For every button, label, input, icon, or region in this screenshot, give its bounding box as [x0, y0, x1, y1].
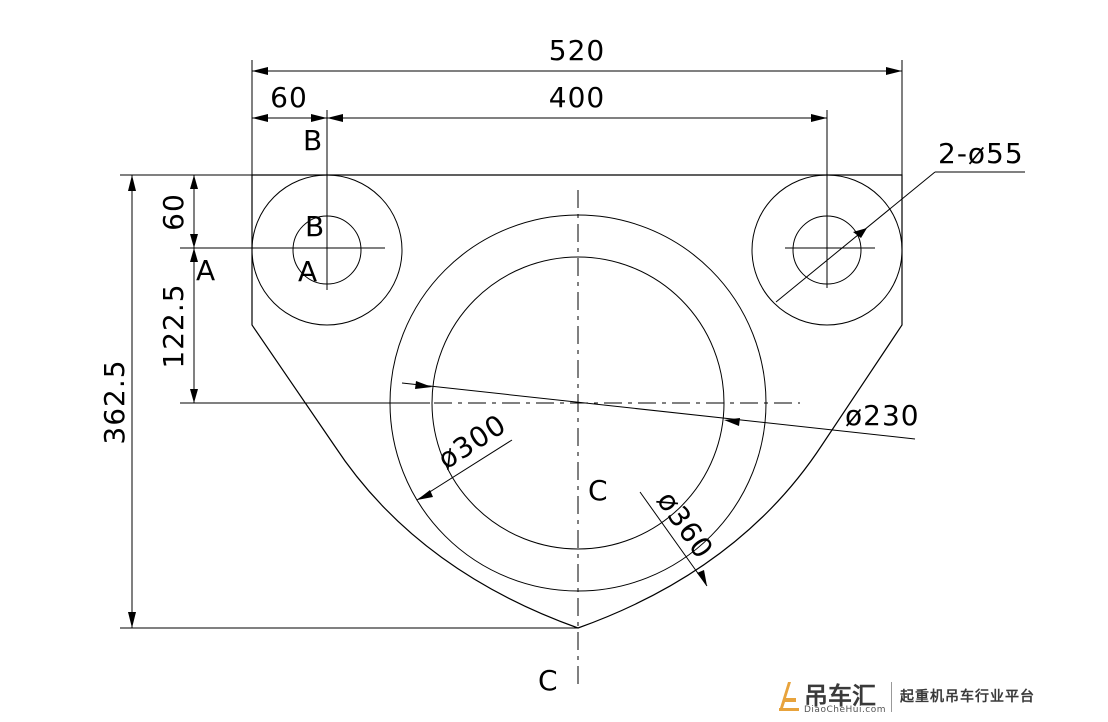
dim-top-to-hole: 60	[157, 175, 198, 248]
dim-122-text: 122.5	[157, 283, 190, 368]
dim-60v-text: 60	[157, 193, 190, 231]
center-lines	[180, 110, 875, 690]
dim-hole-diameter: 2-ø55	[775, 137, 1025, 303]
dim-total-height: 362.5	[98, 175, 136, 628]
extension-lines	[120, 60, 903, 629]
watermark-logo: 吊车汇 DiaoCheHui.com 起重机吊车行业平台	[778, 676, 1098, 718]
dim-360-text: ø360	[650, 485, 720, 565]
label-b-mid: B	[305, 210, 324, 243]
dim-edge-to-hole: 60	[252, 81, 327, 122]
label-c-bottom: C	[538, 664, 558, 697]
dim-bore-diameter: ø300	[416, 408, 512, 501]
dim-520-text: 520	[549, 34, 605, 67]
dim-outer-diameter: ø360	[639, 485, 720, 587]
label-c-mid: C	[588, 474, 608, 507]
dim-55-text: 2-ø55	[938, 137, 1024, 170]
logo-separator	[891, 682, 892, 712]
label-a-right: A	[298, 255, 317, 288]
dim-inner-diameter: ø230	[401, 381, 920, 440]
logo-slogan-text: 起重机吊车行业平台	[900, 689, 1035, 705]
crane-logo-icon	[779, 682, 799, 711]
label-b-top: B	[303, 124, 322, 157]
logo-site-text: DiaoCheHui.com	[804, 705, 887, 715]
dim-hole-spacing: 400	[327, 81, 827, 122]
part-outline	[251, 174, 903, 629]
plate-outline	[251, 174, 903, 629]
logo-brand-text: 吊车汇	[804, 682, 876, 710]
label-a-left: A	[196, 254, 215, 287]
dim-60h-text: 60	[270, 81, 308, 114]
dim-hole-to-center: 122.5	[157, 248, 198, 403]
dim-230-text: ø230	[845, 399, 920, 432]
section-labels: B B A A C C	[196, 124, 608, 697]
dim-400-text: 400	[549, 81, 605, 114]
dim-362-text: 362.5	[98, 359, 131, 444]
dim-overall-width: 520	[252, 34, 902, 75]
